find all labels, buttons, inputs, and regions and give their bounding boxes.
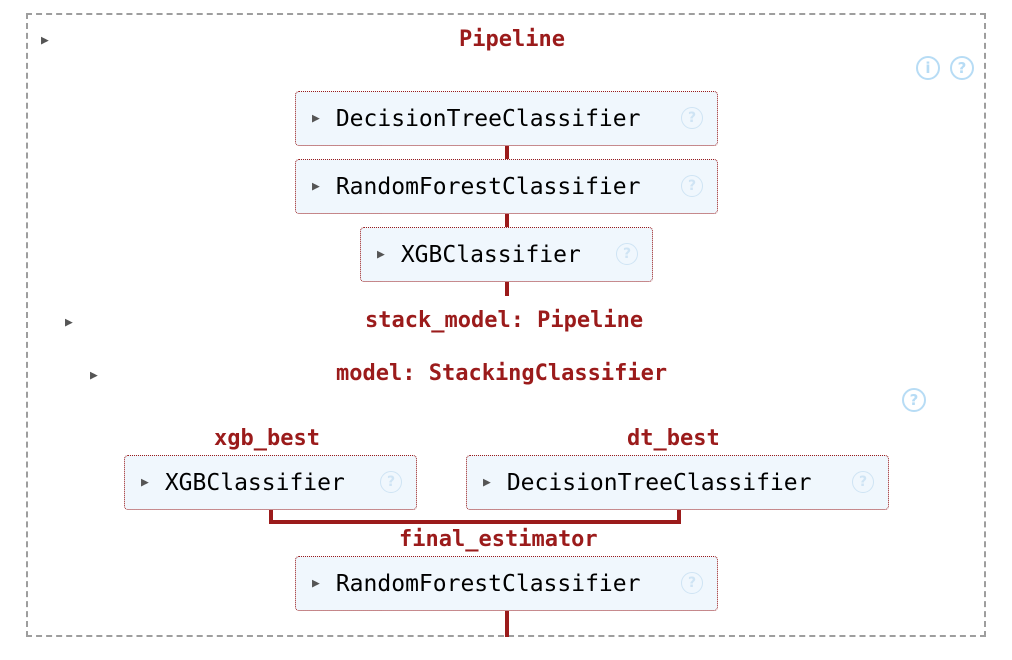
estimator-xgbclassifier[interactable]: ▶ XGBClassifier ? <box>124 455 417 510</box>
stack-model-toggle-icon[interactable]: ▶ <box>65 315 73 330</box>
help-icon[interactable]: ? <box>852 471 874 493</box>
estimator-decisiontreeclassifier[interactable]: ▶ DecisionTreeClassifier ? <box>466 455 889 510</box>
model-toggle-icon[interactable]: ▶ <box>90 368 98 383</box>
estimator-label: RandomForestClassifier <box>335 570 641 597</box>
final-estimator-randomforestclassifier[interactable]: ▶ RandomForestClassifier ? <box>295 556 718 611</box>
pipeline-toggle-icon[interactable]: ▶ <box>41 33 49 48</box>
step-randomforestclassifier[interactable]: ▶ RandomForestClassifier ? <box>295 159 718 214</box>
bracket-bottom <box>269 520 681 524</box>
step-label: RandomForestClassifier <box>335 173 641 200</box>
help-icon[interactable]: ? <box>950 56 974 80</box>
connector-line <box>505 282 509 296</box>
bracket-left <box>269 510 273 524</box>
step-label: DecisionTreeClassifier <box>335 105 641 132</box>
step-toggle-icon: ▶ <box>312 111 320 126</box>
step-toggle-icon: ▶ <box>377 247 385 262</box>
step-xgbclassifier[interactable]: ▶ XGBClassifier ? <box>360 227 653 282</box>
step-decisiontreeclassifier[interactable]: ▶ DecisionTreeClassifier ? <box>295 91 718 146</box>
stack-model-title[interactable]: stack_model: Pipeline <box>365 308 644 333</box>
connector-line <box>505 214 509 228</box>
final-estimator-name: final_estimator <box>399 527 598 552</box>
step-label: XGBClassifier <box>400 241 581 268</box>
estimator-toggle-icon: ▶ <box>312 576 320 591</box>
estimator-name-xgb-best: xgb_best <box>214 426 320 451</box>
estimator-label: DecisionTreeClassifier <box>506 469 812 496</box>
estimator-label: XGBClassifier <box>164 469 345 496</box>
estimator-toggle-icon: ▶ <box>141 475 149 490</box>
step-toggle-icon: ▶ <box>312 179 320 194</box>
help-icon[interactable]: ? <box>681 572 703 594</box>
connector-line <box>505 146 509 160</box>
help-icon[interactable]: ? <box>616 243 638 265</box>
help-icon[interactable]: ? <box>681 107 703 129</box>
help-icon[interactable]: ? <box>380 471 402 493</box>
bracket-right <box>677 510 681 524</box>
pipeline-title[interactable]: Pipeline <box>459 27 565 52</box>
info-icon[interactable]: i <box>916 56 940 80</box>
help-icon[interactable]: ? <box>681 175 703 197</box>
help-icon[interactable]: ? <box>902 388 926 412</box>
model-title[interactable]: model: StackingClassifier <box>336 361 668 386</box>
connector-line <box>505 611 509 637</box>
estimator-toggle-icon: ▶ <box>483 475 491 490</box>
estimator-name-dt-best: dt_best <box>627 426 720 451</box>
